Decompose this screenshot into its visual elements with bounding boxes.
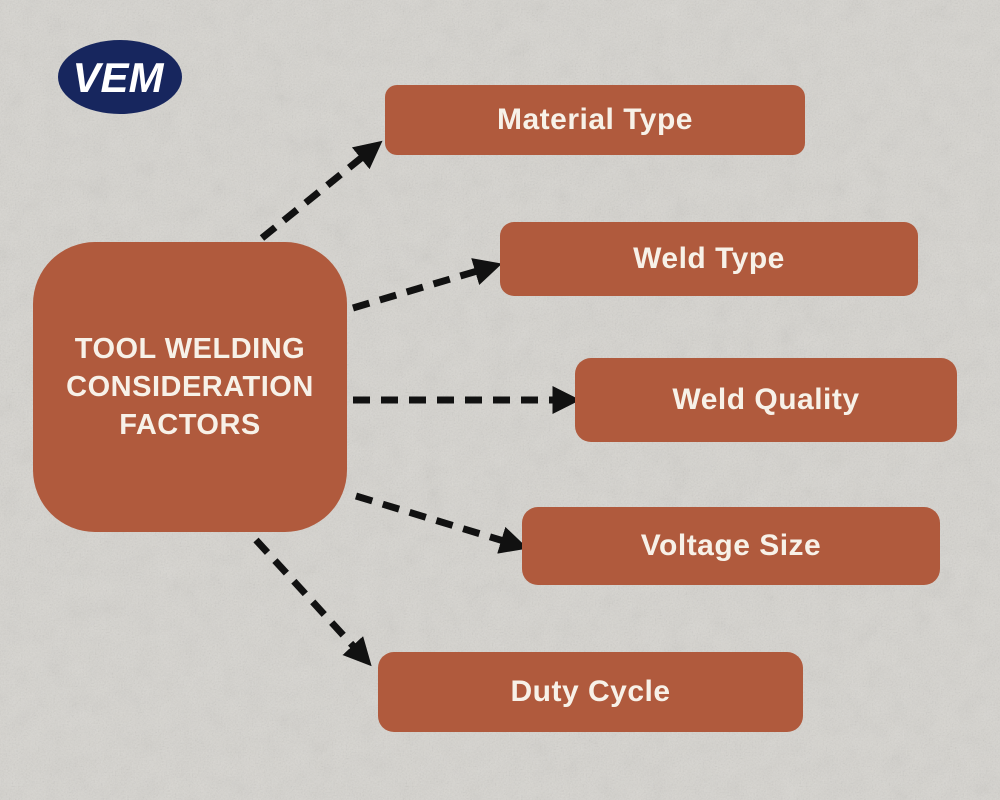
factor-label: Voltage Size (640, 529, 822, 562)
factor-box-duty-cycle: Duty Cycle (378, 652, 803, 732)
factor-label: Material Type (496, 103, 693, 136)
factor-box-material-type: Material Type (385, 85, 805, 155)
vem-logo-ellipse (58, 40, 182, 114)
factor-box-weld-quality: Weld Quality (575, 358, 957, 442)
center-box-line-1: TOOL WELDING (74, 333, 306, 365)
factor-box-voltage-size: Voltage Size (522, 507, 940, 585)
factor-label: Weld Quality (672, 383, 860, 416)
center-box-line-3: FACTORS (119, 409, 261, 441)
arrow-voltage-size (354, 492, 529, 554)
vem-logo: VEM (56, 38, 184, 116)
arrow-duty-cycle (253, 537, 372, 667)
factor-box-weld-type: Weld Type (500, 222, 918, 296)
vem-logo-text: VEM (72, 54, 164, 101)
arrow-material-type (259, 140, 383, 241)
factor-label: Weld Type (633, 242, 785, 275)
center-box-line-2: CONSIDERATION (66, 371, 314, 403)
center-box-tool-welding-consideration-factors: TOOL WELDING CONSIDERATION FACTORS (33, 242, 347, 532)
arrow-weld-type (352, 258, 503, 312)
factor-label: Duty Cycle (510, 675, 671, 708)
